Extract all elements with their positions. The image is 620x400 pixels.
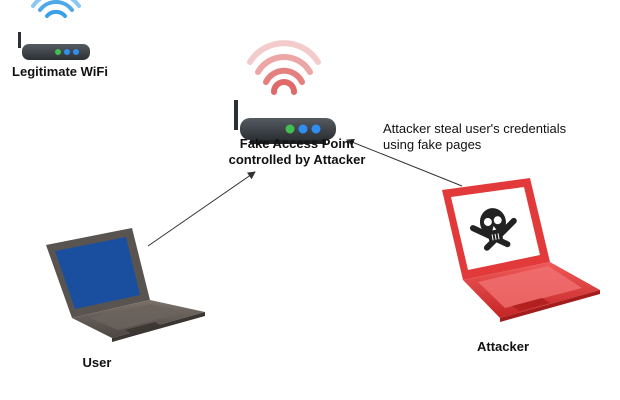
attacker-laptop	[442, 178, 600, 322]
arrow-attacker-to-fake-ap	[346, 138, 463, 187]
user-laptop	[46, 228, 205, 342]
fake-access-point-router	[234, 40, 336, 144]
attacker-label: Attacker	[476, 339, 530, 354]
arrow-user-to-fake-ap	[147, 171, 256, 247]
laptop-icon	[442, 178, 600, 322]
fake-ap-label-line1: Fake Access Point	[239, 136, 355, 151]
annotation-line1: Attacker steal user's credentials	[383, 121, 567, 136]
annotation-line2: using fake pages	[383, 137, 482, 152]
fake-ap-label-line2: controlled by Attacker	[228, 152, 366, 167]
legitimate-wifi-router	[18, 0, 90, 60]
laptop-icon	[46, 228, 205, 342]
attack-annotation: Attacker steal user's credentials using …	[383, 121, 593, 153]
wifi-signal-icon	[31, 0, 81, 18]
router-icon	[234, 100, 336, 144]
fake-access-point-label: Fake Access Point controlled by Attacker	[229, 136, 366, 168]
skull-crossbones-icon	[469, 208, 517, 251]
router-icon	[18, 32, 90, 60]
user-label: User	[82, 355, 112, 370]
wifi-signal-icon	[247, 40, 321, 95]
legitimate-wifi-label: Legitimate WiFi	[12, 64, 108, 79]
